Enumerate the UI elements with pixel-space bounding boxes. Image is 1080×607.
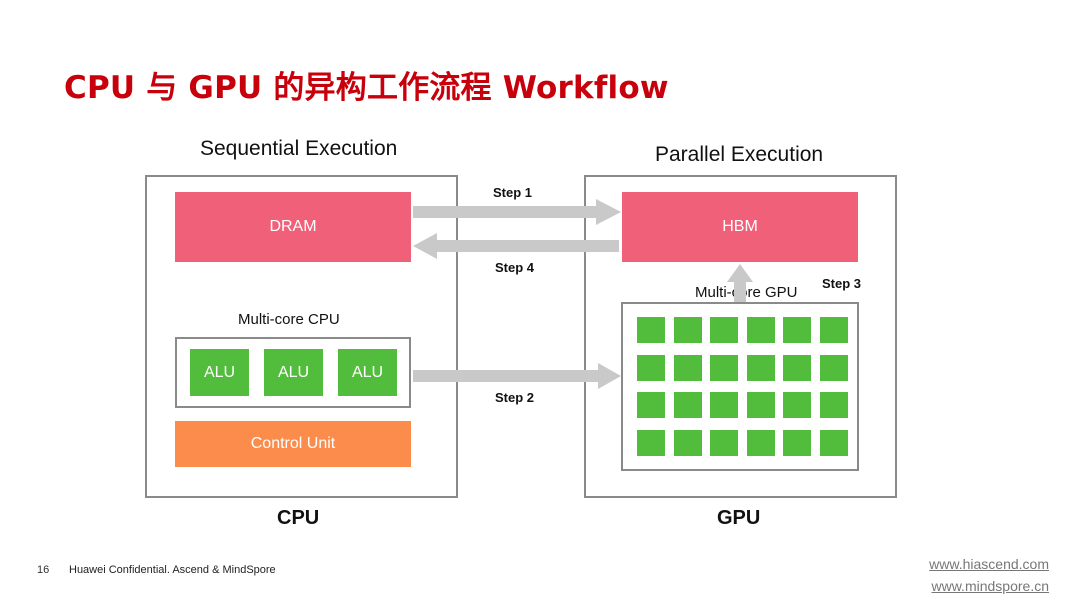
mindspore-link[interactable]: www.mindspore.cn bbox=[931, 578, 1050, 594]
gpu-core-block bbox=[674, 355, 702, 381]
gpu-core-block bbox=[783, 317, 811, 343]
gpu-core-block bbox=[747, 430, 775, 456]
gpu-name-label: GPU bbox=[717, 507, 761, 529]
step-1-label: Step 1 bbox=[493, 185, 533, 200]
multi-core-cpu-label: Multi-core CPU bbox=[238, 311, 340, 328]
hbm-block: HBM bbox=[622, 192, 858, 262]
alu-block: ALU bbox=[190, 349, 249, 396]
dram-block: DRAM bbox=[175, 192, 411, 262]
alu-block: ALU bbox=[338, 349, 397, 396]
gpu-core-block bbox=[747, 392, 775, 418]
gpu-core-block bbox=[674, 392, 702, 418]
gpu-core-block bbox=[674, 317, 702, 343]
step-4-label: Step 4 bbox=[495, 260, 535, 275]
parallel-execution-title: Parallel Execution bbox=[655, 143, 824, 166]
gpu-core-block bbox=[674, 430, 702, 456]
slide-title: CPU 与 GPU 的异构工作流程 Workflow bbox=[64, 70, 669, 106]
step-3-label: Step 3 bbox=[822, 276, 862, 291]
gpu-core-block bbox=[710, 392, 738, 418]
gpu-core-block bbox=[820, 392, 848, 418]
step-2-label: Step 2 bbox=[495, 390, 535, 405]
sequential-execution-title: Sequential Execution bbox=[200, 137, 398, 160]
gpu-core-block bbox=[710, 317, 738, 343]
control-unit-block: Control Unit bbox=[175, 421, 411, 467]
gpu-core-block bbox=[710, 355, 738, 381]
multi-core-gpu-label: Multi-core GPU bbox=[695, 284, 798, 301]
gpu-core-block bbox=[747, 317, 775, 343]
gpu-core-block bbox=[747, 355, 775, 381]
gpu-core-block bbox=[637, 317, 665, 343]
page-number: 16 bbox=[37, 564, 50, 576]
gpu-core-block bbox=[783, 392, 811, 418]
gpu-core-block bbox=[820, 355, 848, 381]
gpu-core-block bbox=[637, 430, 665, 456]
hiascend-link[interactable]: www.hiascend.com bbox=[929, 556, 1049, 572]
gpu-core-block bbox=[637, 392, 665, 418]
cpu-name-label: CPU bbox=[277, 507, 320, 529]
gpu-core-block bbox=[783, 355, 811, 381]
gpu-core-block bbox=[710, 430, 738, 456]
alu-block: ALU bbox=[264, 349, 323, 396]
gpu-core-block bbox=[820, 430, 848, 456]
confidential-note: Huawei Confidential. Ascend & MindSpore bbox=[69, 564, 276, 576]
gpu-core-block bbox=[783, 430, 811, 456]
gpu-core-block bbox=[820, 317, 848, 343]
gpu-core-block bbox=[637, 355, 665, 381]
